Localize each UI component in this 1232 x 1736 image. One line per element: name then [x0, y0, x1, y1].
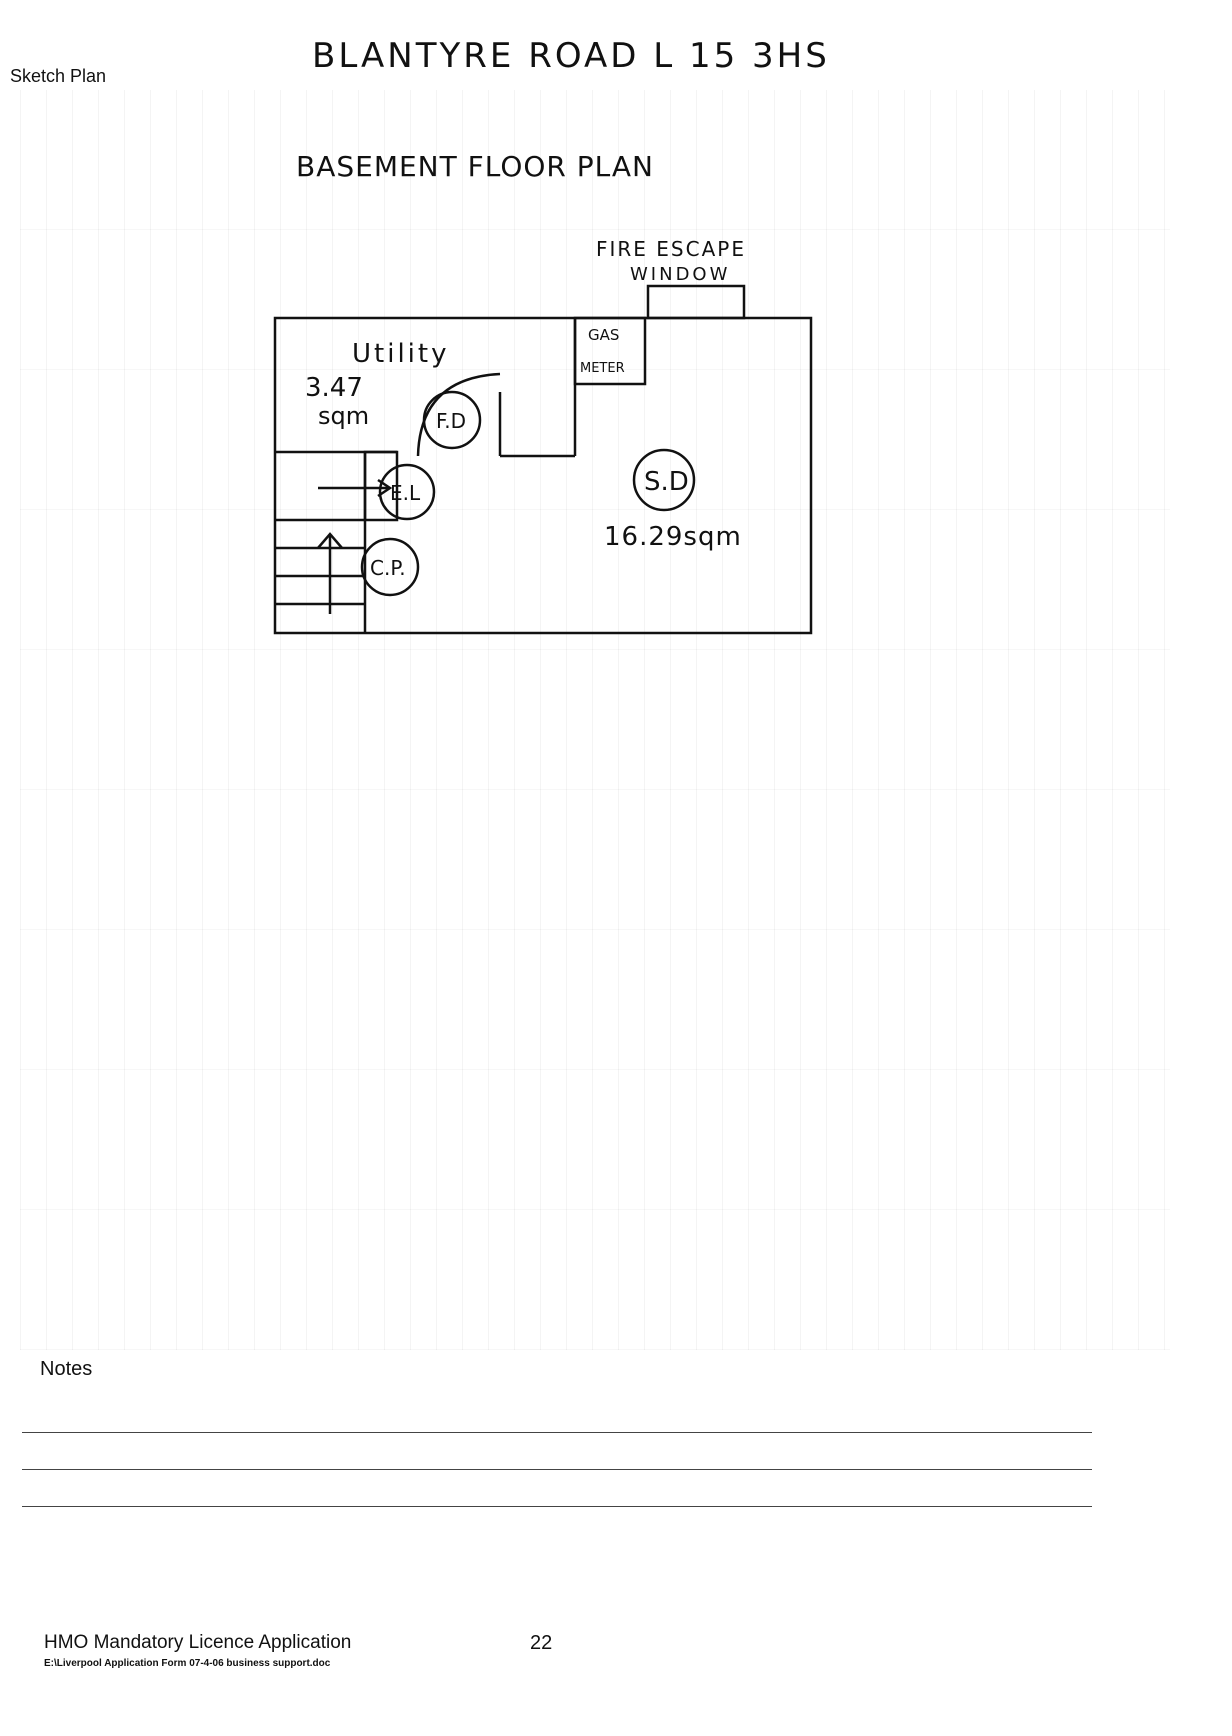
sd-circle [632, 448, 696, 512]
page-number: 22 [530, 1632, 553, 1654]
utility-area-value: 3.47 [305, 373, 363, 403]
fire-escape-label: FIRE ESCAPE [596, 237, 746, 261]
cp-circle [360, 537, 420, 597]
el-label: E.L [390, 481, 421, 505]
outer-wall [273, 316, 813, 635]
footer-file-path: E:\Liverpool Application Form 07-4-06 bu… [44, 1658, 331, 1669]
notes-line [22, 1506, 1092, 1507]
el-circle [378, 463, 436, 521]
page-title: BLANTYRE ROAD L 15 3HS [312, 36, 830, 76]
sketch-plan-label: Sketch Plan [10, 66, 107, 86]
cp-label: C.P. [370, 556, 406, 580]
fd-label: F.D [436, 409, 466, 433]
notes-line [22, 1469, 1092, 1470]
fd-circle [422, 390, 482, 450]
gas-meter-label-line2: METER [580, 361, 625, 376]
utility-area-unit: sqm [318, 402, 369, 430]
background-grid [20, 90, 1170, 1350]
door-swing-arc [416, 372, 501, 457]
utility-label: Utility [352, 339, 449, 369]
sd-label: S.D [644, 467, 689, 497]
plan-subtitle: BASEMENT FLOOR PLAN [296, 150, 654, 183]
fire-escape-label-line2: WINDOW [630, 264, 730, 285]
main-area-label: 16.29sqm [604, 522, 742, 552]
notes-line [22, 1432, 1092, 1433]
arrow-up-head [317, 532, 343, 549]
notes-label: Notes [40, 1358, 93, 1380]
footer-title: HMO Mandatory Licence Application [44, 1632, 352, 1653]
fire-escape-window [646, 284, 746, 320]
gas-meter-label: GAS [588, 326, 619, 344]
